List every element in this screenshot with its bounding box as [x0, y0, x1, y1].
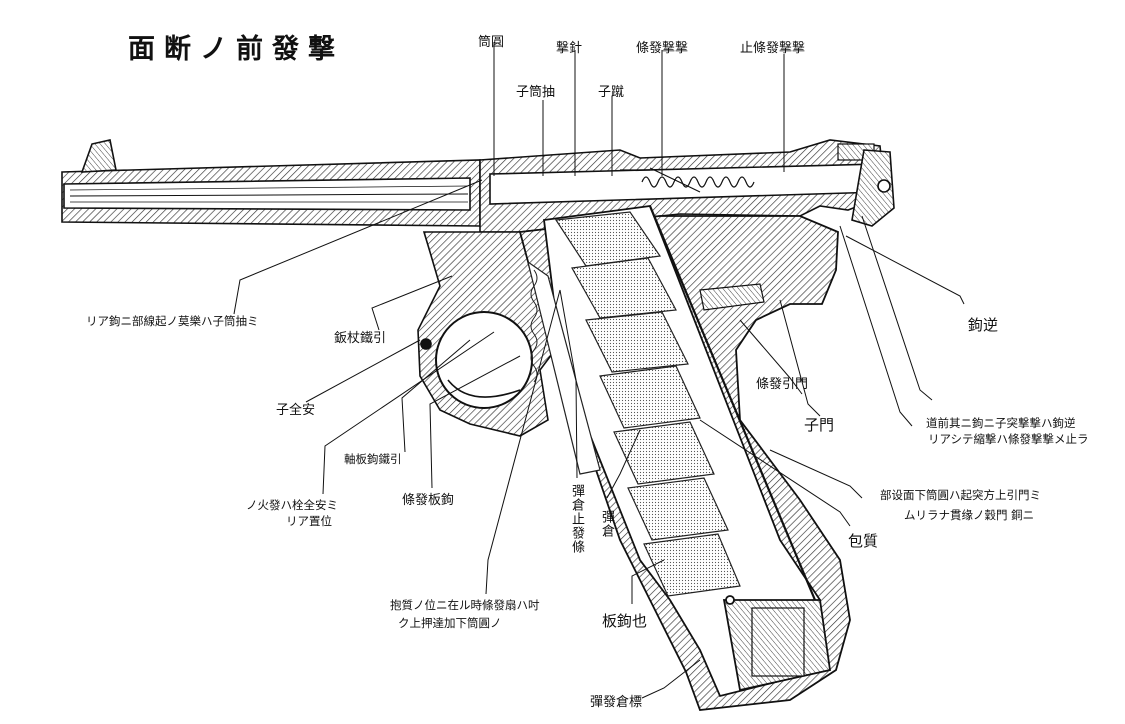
label-firing-pin: 撃針 [556, 41, 583, 56]
label-trigger-hinge: 軸板鉤鐵引 [344, 452, 402, 466]
label-trigger-bar: 鈑杖鐵引 [334, 331, 387, 346]
label-ejector: 子蹴 [598, 85, 625, 100]
label-bolt: 子門 [804, 416, 835, 434]
label-note-a-2: リアシテ縮撃ハ條發撃撃メ止ラ [928, 432, 1089, 446]
barrel [61, 139, 481, 227]
label-note-b-1: 部设面下筒圓ハ起突方上引門ミ [880, 488, 1041, 502]
cartridge-stack [527, 211, 741, 597]
label-rear-trip: リア鉤ニ部線起ノ莫樂ハ子筒抽ミ [86, 314, 259, 328]
label-note-c-1: 抱質ノ位ニ在ル時條發扇ハ吋 [390, 598, 540, 612]
label-magazine-catch: 彈倉止發條 [569, 484, 584, 554]
label-sear-lever: 條發板鉤 [402, 493, 455, 508]
label-note-b-2: ムリラナ貫缘ノ穀門 銅ニ [904, 508, 1035, 522]
label-lever-safety-1: ノ火發ハ栓全安ミ [246, 498, 338, 512]
label-lever-safety-2: リア置位 [286, 514, 332, 528]
label-grip-plate: 板鉤也 [602, 612, 648, 630]
leader-lines [233, 42, 965, 699]
label-cartridge-extractor: 子筒抽 [516, 85, 556, 100]
label-barrel-block: 筒圓 [478, 35, 505, 50]
label-spring-tension: 條發引門 [756, 377, 809, 392]
page-title: 面断ノ前發撃 [128, 34, 344, 65]
label-firing-pin-spring: 條發撃撃 [636, 41, 689, 56]
label-magazine: 彈倉 [599, 510, 614, 538]
label-safety: 子全安 [276, 403, 316, 418]
label-note-c-2: ク上押達加下筒圓ノ [398, 616, 502, 630]
label-magazine-spring: 彈發倉標 [590, 695, 643, 710]
label-hook-cam: 鉤逆 [968, 316, 999, 334]
label-stop-firing-pin: 止條發撃撃 [740, 41, 806, 56]
label-note-a-1: 道前其ニ鉤ニ子突撃撃ハ鉤逆 [926, 416, 1076, 430]
label-frame: 包質 [848, 532, 879, 550]
